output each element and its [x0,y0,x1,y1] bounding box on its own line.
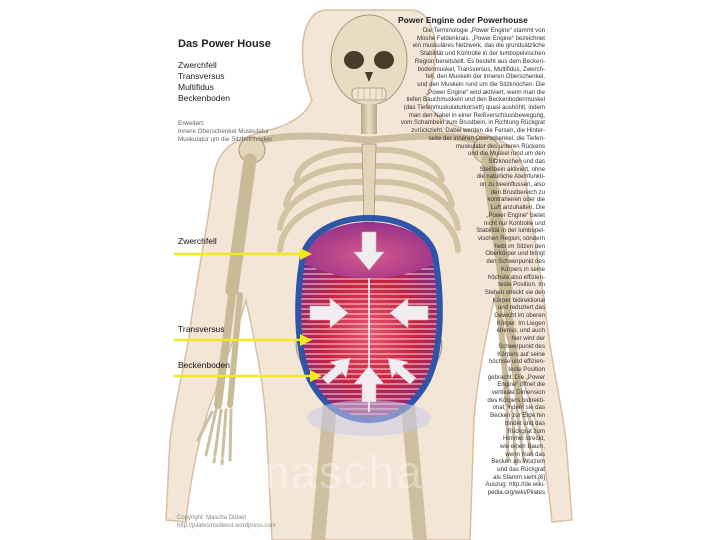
text-line: man den Nabel in einer Reißverschlussbew… [401,112,545,120]
text-line: „Power Engine“ wird aktiviert, wenn man … [401,89,545,97]
text-title: Power Engine oder Powerhouse [398,15,528,25]
zwerchfell-label: Zwerchfell [178,236,217,246]
text-line: bindet und das [401,420,545,428]
text-line: Oberkörper und bringt [401,250,545,258]
text-line: nicht nur Kontrolle und [401,220,545,228]
text-line: muskulatur des unteren Rückens [401,143,545,151]
muscle-item: Beckenboden [178,93,230,104]
muscle-item: Transversus [178,71,230,82]
text-line: „Power Engine“ bietet [401,212,545,220]
text-line: Körpers auf seine [401,351,545,359]
text-line: bodenmuskel, Transversus, Multifidus, Zw… [401,66,545,74]
text-line: Stehen streckt sie den [401,289,545,297]
text-line: (das Tiefenmuskulaturkorsett) quasi aush… [401,104,545,112]
text-line: hier wird der [401,335,545,343]
text-line: die natürliche Atemfunkti- [401,173,545,181]
text-line: tiefen Bauchmuskeln und den Beckenbodenm… [401,96,545,104]
text-line: höchste und effizien- [401,358,545,366]
text-line: den Schwerpunkt des [401,258,545,266]
watermark: © mascha [200,445,424,499]
text-line: Die Terminologie „Power Engine“ stammt v… [401,27,545,35]
text-line: Schwerpunkt des [401,343,545,351]
text-line: Stabilität in der lumbopel- [401,227,545,235]
text-line: kontrahieren oder die [401,196,545,204]
text-line: vischen Region, sondern [401,235,545,243]
text-line: teste Position [401,366,545,374]
muscle-item: Multifidus [178,82,230,93]
text-line: und die Muskel rund um den [401,150,545,158]
copyright-author: Copyright: Mascha Düben [177,514,276,522]
sternum [362,144,376,222]
text-line: Stabilität und Kontrolle in der lumbopel… [401,50,545,58]
text-line: gebracht. Die „Power [401,374,545,382]
text-line: onal, indem sie das [401,404,545,412]
text-line: des Körpers bidirekti- [401,397,545,405]
text-line: ein muskuläres Netzwerk, das die grundsä… [401,42,545,50]
text-line: hebt im Sitzen den [401,243,545,251]
text-line: zurückzieht. Dabei werden die Fersen, di… [401,127,545,135]
copyright-url: http://pilatesinsideout.wordpress.com [177,522,276,530]
text-line: on zu beeinflussen, also [401,181,545,189]
text-line: seite der inneren Oberschenkel, die Tief… [401,135,545,143]
text-line: Steißbein aktiviert, ohne [401,166,545,174]
text-line: Himmel streckt, [401,435,545,443]
text-line: Moshe Feldenkrais. „Power Engine“ bezeic… [401,35,545,43]
transversus-label: Transversus [178,324,224,334]
extended-list: Erweitert: Innere Oberschenkel Muskulatu… [178,120,273,144]
text-line: vertikale Dimension [401,389,545,397]
text-line: Gewicht im oberen [401,312,545,320]
text-line: den Brustbereich zu [401,189,545,197]
text-line: Becken zur Erde hin [401,412,545,420]
beckenboden-label: Beckenboden [178,360,230,370]
text-body: Die Terminologie „Power Engine“ stammt v… [401,27,545,497]
text-line: Engine“ öffnet die [401,381,545,389]
skull [331,15,407,105]
text-line: höchste also effizien- [401,274,545,282]
text-line: Region bereitstellt. Es besteht aus dem … [401,58,545,66]
text-line: Körper. Im Liegen [401,320,545,328]
cervical-spine [361,104,377,134]
extended-label: Erweitert: [178,120,273,128]
muscle-item: Zwerchfell [178,60,230,71]
text-line: fell, den Muskeln der inneren Oberschenk… [401,73,545,81]
extended-item: Innere Oberschenkel Muskulatur [178,128,273,136]
copyright: Copyright: Mascha Düben http://pilatesin… [177,514,276,530]
text-line: ebenso, und auch [401,327,545,335]
text-line: teste Position. Im [401,281,545,289]
text-line: Körper bidirektional [401,297,545,305]
extended-item: Muskulatur um die Sitzbeinhöcker [178,136,273,144]
text-line: Rückgrat zum [401,428,545,436]
text-line: vom Schambein zum Brustbein, in Richtung… [401,119,545,127]
text-line: und reduziert das [401,304,545,312]
page-title: Das Power House [178,38,271,50]
text-line: und den Muskeln rund um die Sitzknochen.… [401,81,545,89]
text-line: Sitzknochen und das [401,158,545,166]
text-line: Luft anzuhalten. Die [401,204,545,212]
muscle-list: Zwerchfell Transversus Multifidus Becken… [178,60,230,104]
text-line: Körpers in seine [401,266,545,274]
